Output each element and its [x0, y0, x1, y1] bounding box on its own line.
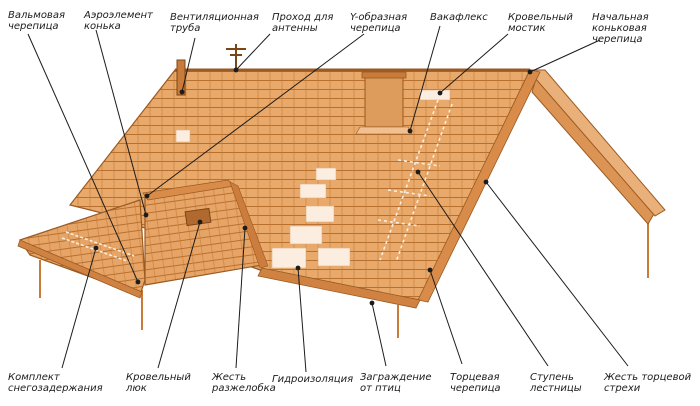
label-roof-bridge: Кровельный мостик [508, 12, 573, 34]
label-roof-hatch: Кровельный люк [126, 372, 191, 394]
hip-wing-edge [17, 239, 143, 299]
label-verge-tile: Торцевая черепица [450, 372, 501, 394]
label-antenna-pass: Проход для антенны [272, 12, 334, 34]
vent-pipe-shape [176, 59, 186, 96]
valley-flashing [229, 181, 269, 269]
label-y-tile: Y-образная черепица [350, 12, 408, 34]
label-snow-guard-kit: Комплект снегозадержания [8, 372, 103, 394]
leader-arrowheads [93, 67, 533, 306]
label-valley-tin: Жесть разжелобка [212, 372, 276, 394]
gable-fascia [526, 69, 666, 217]
hip-wing [19, 199, 146, 296]
label-ridge-aero-element: Аэроэлемент конька [84, 10, 153, 32]
waterproofing-patches [175, 89, 451, 269]
label-vent-pipe: Вентиляционная труба [170, 12, 259, 34]
label-bird-barrier: Заграждение от птиц [360, 372, 432, 394]
eaves-trim [417, 69, 541, 303]
roof-ladder [377, 99, 453, 263]
label-wakaflex: Вакафлекс [430, 12, 488, 23]
label-eaves-tin: Жесть торцевой стрехи [604, 372, 692, 394]
label-waterproofing: Гидроизоляция [272, 374, 354, 385]
label-hip-tile: Вальмовая черепица [8, 10, 65, 32]
leader-lines [27, 25, 629, 373]
label-ladder-step: Ступень лестницы [530, 372, 582, 394]
antenna [226, 44, 246, 70]
chimney [355, 71, 413, 135]
label-ridge-start-tile: Начальная коньковая черепица [592, 12, 649, 45]
